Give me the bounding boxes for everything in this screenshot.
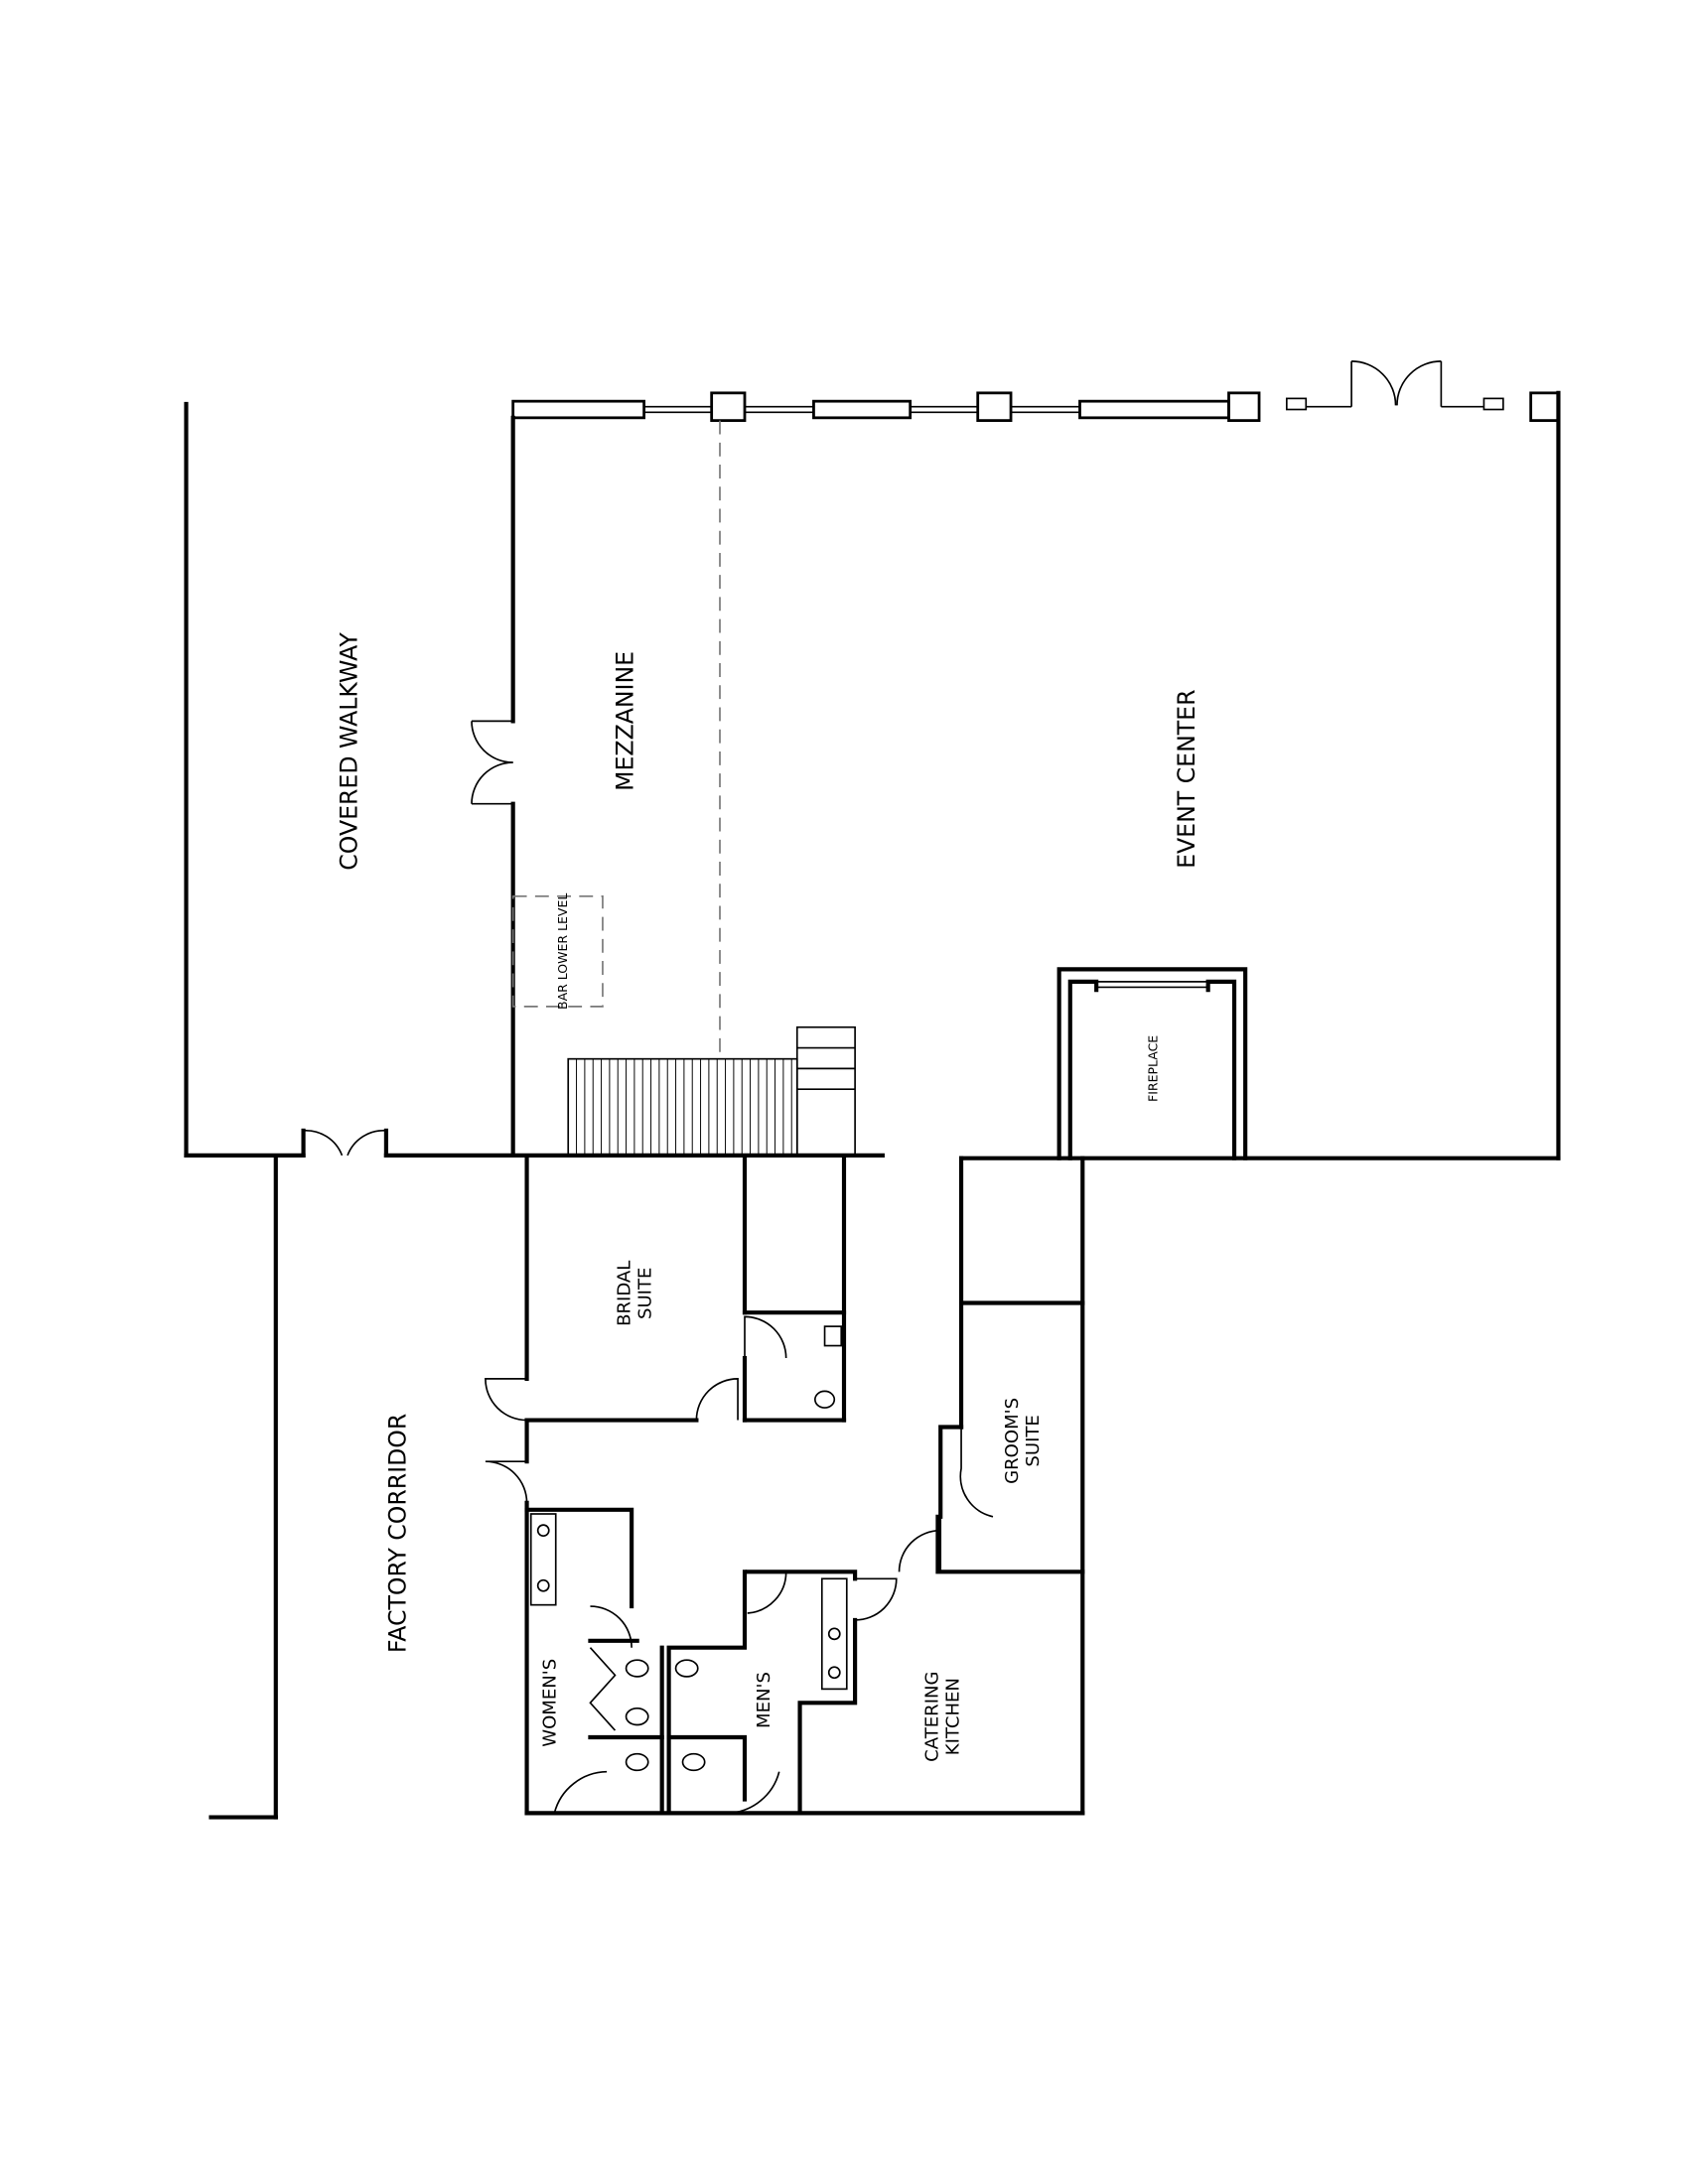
label-grooms-suite: GROOM'SSUITE bbox=[1002, 1398, 1044, 1484]
label-fireplace: FIREPLACE bbox=[1145, 1035, 1160, 1102]
label-covered-walkway: COVERED WALKWAY bbox=[336, 632, 363, 871]
event-center-walls bbox=[510, 390, 1561, 1160]
label-event-center: EVENT CENTER bbox=[1173, 690, 1200, 869]
covered-walkway-walls bbox=[184, 401, 885, 1158]
label-mens: MEN'S bbox=[754, 1672, 774, 1728]
fireplace-enclosure bbox=[1056, 967, 1248, 1160]
label-bar-lower-level: BAR LOWER LEVEL bbox=[555, 893, 570, 1010]
event-center-double-door[interactable] bbox=[1350, 360, 1443, 407]
label-bridal-suite: BRIDALSUITE bbox=[615, 1261, 656, 1326]
label-catering-kitchen: CATERINGKITCHEN bbox=[921, 1672, 963, 1762]
mezzanine-side-door[interactable] bbox=[471, 720, 513, 805]
label-womens: WOMEN'S bbox=[540, 1659, 561, 1747]
staircase bbox=[567, 1025, 856, 1157]
label-mezzanine: MEZZANINE bbox=[612, 651, 639, 791]
bar-lower-level-outline bbox=[511, 894, 604, 1008]
label-factory-corridor: FACTORY CORRIDOR bbox=[383, 1414, 411, 1653]
lower-block-walls bbox=[209, 1156, 1085, 1820]
restroom-fixtures bbox=[529, 1325, 848, 1772]
walkway-double-door[interactable] bbox=[303, 1130, 386, 1157]
interior-doors[interactable] bbox=[485, 1315, 994, 1815]
